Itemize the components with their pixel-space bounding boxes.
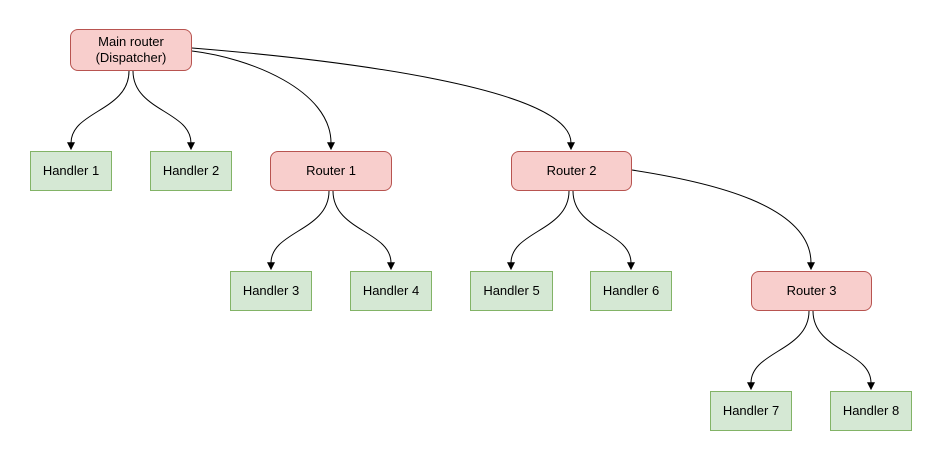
node-handler-6: Handler 6 xyxy=(590,271,672,311)
node-main-router: Main router (Dispatcher) xyxy=(70,29,192,71)
node-router-1: Router 1 xyxy=(270,151,392,191)
edge-router-3-to-handler-7 xyxy=(747,310,810,391)
node-router-2: Router 2 xyxy=(511,151,632,191)
node-handler-1: Handler 1 xyxy=(30,151,112,191)
edge-router-3-to-handler-8 xyxy=(812,310,875,391)
node-handler-5: Handler 5 xyxy=(470,271,553,311)
node-router-3: Router 3 xyxy=(751,271,872,311)
edge-main-router-to-handler-1 xyxy=(67,70,130,151)
node-handler-2: Handler 2 xyxy=(150,151,232,191)
edge-router-1-to-handler-4 xyxy=(332,190,395,271)
edge-router-2-to-handler-6 xyxy=(572,190,635,271)
edge-main-router-to-router-2 xyxy=(191,47,575,151)
edge-main-router-to-handler-2 xyxy=(132,70,195,151)
edge-router-2-to-handler-5 xyxy=(507,190,570,271)
node-handler-4: Handler 4 xyxy=(350,271,432,311)
node-handler-3: Handler 3 xyxy=(230,271,312,311)
edge-router-1-to-handler-3 xyxy=(267,190,330,271)
edge-router-2-to-router-3 xyxy=(631,169,815,271)
node-handler-8: Handler 8 xyxy=(830,391,912,431)
node-handler-7: Handler 7 xyxy=(710,391,792,431)
edge-main-router-to-router-1 xyxy=(191,50,335,151)
